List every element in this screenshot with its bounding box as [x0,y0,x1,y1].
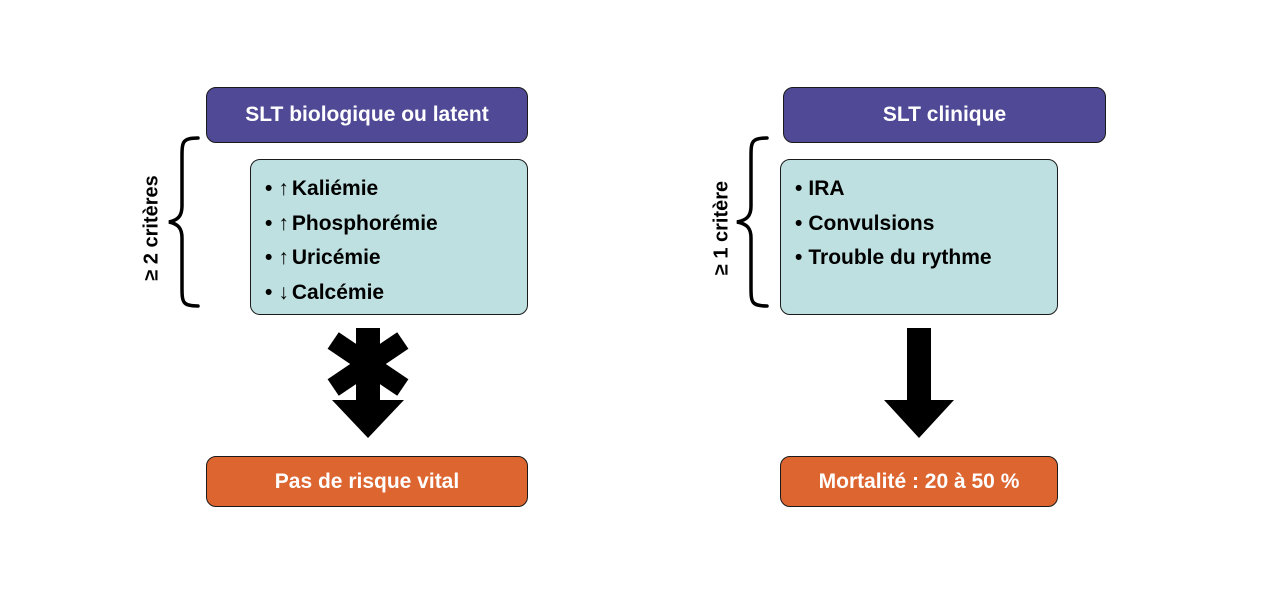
right-header-label: SLT clinique [882,103,1007,126]
left-side-label: ≥ 2 critères [140,175,163,281]
right-criteria-box: •IRA •Convulsions •Trouble du rythme [780,159,1058,315]
right-result-label: Mortalité : 20 à 50 % [818,469,1020,493]
down-arrow-icon [884,328,954,438]
right-side-label: ≥ 1 critère [710,180,733,276]
left-result-box: Pas de risque vital [206,456,528,507]
left-criteria-item: •↑Uricémie [265,246,381,269]
left-brace-icon [168,136,200,308]
right-result-box: Mortalité : 20 à 50 % [780,456,1058,507]
right-criteria-item: •Trouble du rythme [795,246,992,269]
crossed-arrow-icon [327,328,409,438]
right-criteria-item: •IRA [795,177,845,200]
right-brace-icon [736,136,769,308]
right-header-box: SLT clinique [783,87,1106,143]
right-criteria-item: •Convulsions [795,211,935,235]
left-criteria-box: •↑Kaliémie •↑Phosphorémie •↑Uricémie •↓C… [250,159,528,315]
right-criteria-list: •IRA •Convulsions •Trouble du rythme [795,172,1043,276]
left-header-box: SLT biologique ou latent [206,87,528,143]
left-result-label: Pas de risque vital [274,469,460,493]
left-criteria-item: •↓Calcémie [265,280,385,304]
left-criteria-list: •↑Kaliémie •↑Phosphorémie •↑Uricémie •↓C… [265,172,513,310]
left-header-label: SLT biologique ou latent [245,103,489,126]
left-criteria-item: •↑Phosphorémie [265,211,438,235]
left-criteria-item: •↑Kaliémie [265,177,379,200]
